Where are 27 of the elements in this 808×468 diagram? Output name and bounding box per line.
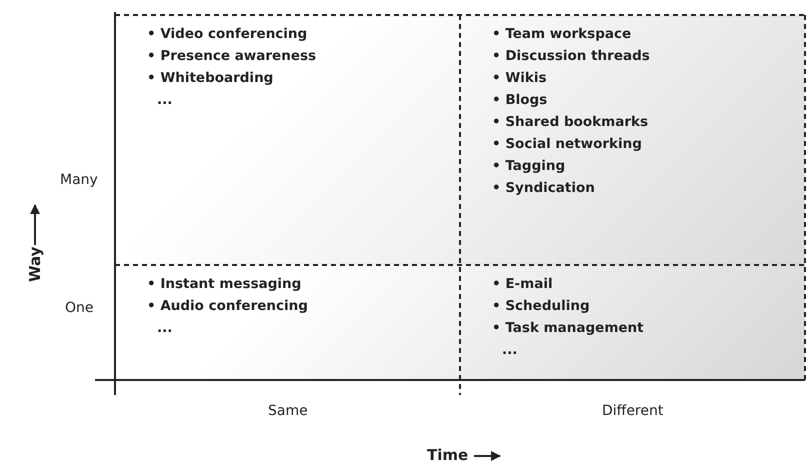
axis-title: Way bbox=[26, 246, 44, 282]
bullet-item: • Syndication bbox=[492, 179, 596, 198]
bullet-item: • Tagging bbox=[492, 157, 566, 176]
bullet-item: • Video conferencing bbox=[147, 25, 308, 44]
axis-tick-label: Many bbox=[60, 172, 98, 188]
ellipsis-text: ... bbox=[156, 319, 174, 338]
ellipsis-text: ... bbox=[156, 91, 174, 110]
bullet-item: • Team workspace bbox=[492, 25, 632, 44]
bullet-item: • Wikis bbox=[492, 69, 548, 88]
ellipsis-text: ... bbox=[501, 341, 518, 360]
axis-tick-label: One bbox=[65, 300, 94, 316]
bullet-item: • Social networking bbox=[492, 135, 643, 154]
bullet-item: • Discussion threads bbox=[492, 47, 651, 66]
bullet-item: • Task management bbox=[492, 319, 645, 338]
bullet-item: • Audio conferencing bbox=[147, 297, 309, 316]
quadrant-panel bbox=[460, 15, 805, 265]
bullet-item: • E-mail bbox=[492, 275, 554, 294]
axis-tick-label: Same bbox=[268, 403, 308, 419]
bullet-item: • Instant messaging bbox=[147, 275, 302, 294]
quadrant-panel bbox=[460, 265, 805, 380]
bullet-item: • Whiteboarding bbox=[147, 69, 274, 88]
bullet-item: • Blogs bbox=[492, 91, 548, 110]
bullet-item: • Presence awareness bbox=[147, 47, 318, 66]
axis-tick-label: Different bbox=[602, 403, 664, 419]
bullet-item: • Scheduling bbox=[492, 297, 591, 316]
axis-title: Time bbox=[427, 446, 468, 464]
bullet-item: • Shared bookmarks bbox=[492, 113, 649, 132]
